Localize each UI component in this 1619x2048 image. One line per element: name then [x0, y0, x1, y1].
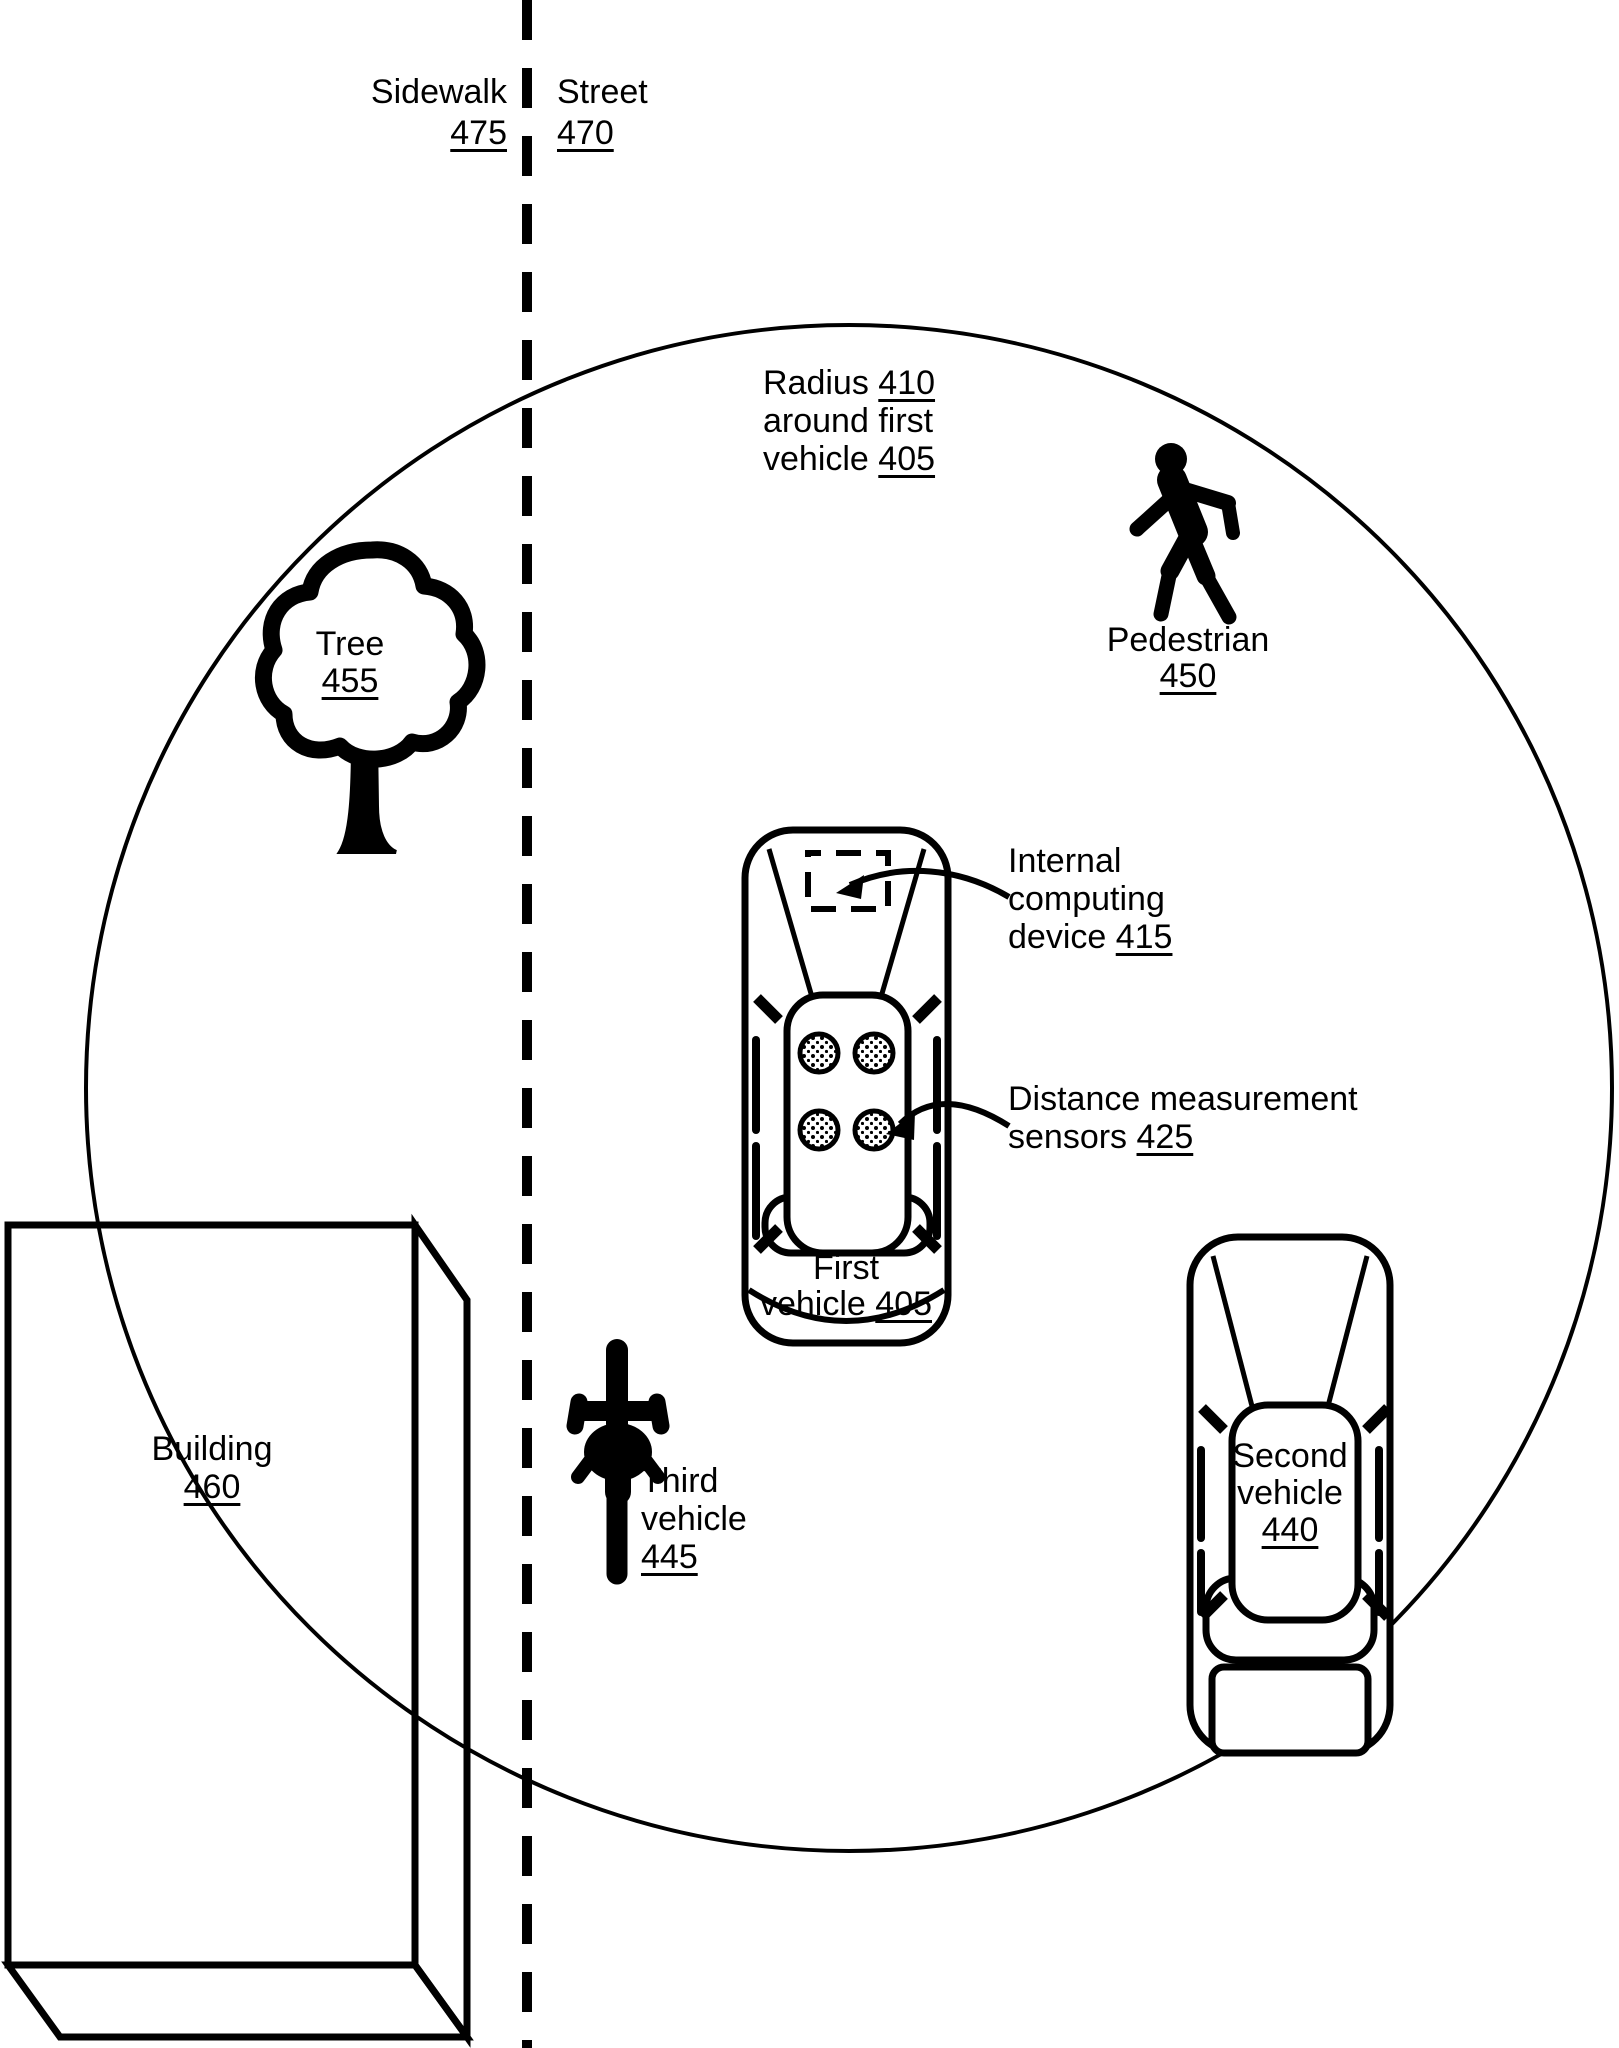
ref-number: 450 [1159, 657, 1217, 695]
second-vehicle-label-line2: vehicle [1237, 1474, 1343, 1512]
pedestrian-icon [1129, 443, 1240, 625]
ref-number: 460 [183, 1468, 241, 1506]
second-vehicle-cabin [1228, 1401, 1362, 1624]
bicycle-handlebar-left-grip [566, 1393, 588, 1435]
first-vehicle-rear-left-pillar-wedge [753, 1224, 783, 1254]
ref-number: 425 [1136, 1118, 1194, 1156]
tree-canopy [254, 541, 486, 768]
pedestrian-left-shin [1153, 563, 1178, 622]
street-label-text: Street [557, 73, 648, 111]
bicycle-handlebar-right-grip [648, 1393, 670, 1435]
pointer-arrows [836, 867, 1011, 1140]
internal-device-label-line1: Internal [1008, 842, 1122, 880]
ref-number: 405 [875, 1285, 933, 1323]
ref-number: 445 [641, 1538, 698, 1576]
first-vehicle-front-right-pillar-wedge [912, 994, 942, 1024]
building-label-text: Building [151, 1430, 273, 1468]
bicycle-icon [566, 1339, 670, 1585]
distance-sensor [852, 1031, 896, 1075]
distance-sensor [797, 1031, 841, 1075]
first-vehicle-label-line2: vehicle [759, 1285, 866, 1323]
first-vehicle-label: First vehicle 405 [754, 1250, 938, 1322]
radius-label-line1: Radius [763, 364, 869, 402]
radius-label-line3: vehicle [763, 440, 869, 478]
first-vehicle-label-line1: First [812, 1249, 880, 1287]
third-vehicle-label: Third vehicle 445 [641, 1462, 747, 1576]
pedestrian-label: Pedestrian 450 [1088, 622, 1288, 694]
second-vehicle-right-a-pillar [1324, 1255, 1370, 1411]
sensors-pointer-arrow [897, 1101, 1011, 1129]
pedestrian-right-shin [1198, 568, 1237, 625]
ref-number: 440 [1261, 1511, 1319, 1549]
ref-number: 455 [321, 662, 379, 700]
sidewalk-label: Sidewalk 475 [357, 72, 507, 154]
second-vehicle-rear-left-pillar-wedge [1198, 1591, 1228, 1621]
second-vehicle-label-line1: Second [1232, 1437, 1348, 1475]
ref-number: 405 [878, 440, 936, 478]
distance-sensors [797, 1031, 896, 1152]
bicycle-rider-body [584, 1423, 652, 1481]
sensors-arrowhead-icon [886, 1112, 915, 1140]
internal-computing-device-label: Internal computing device 415 [1008, 842, 1172, 956]
building-side-face [411, 1213, 471, 2048]
sensors-label-line2: sensors [1008, 1118, 1128, 1156]
second-vehicle-front-right-pillar-wedge [1362, 1404, 1392, 1434]
tree-icon [254, 541, 486, 854]
sidewalk-label-text: Sidewalk [370, 73, 507, 111]
first-vehicle-front-left-pillar-wedge [753, 994, 783, 1024]
building-front-face [4, 1221, 419, 1969]
pedestrian-right-forearm [1221, 496, 1240, 540]
first-vehicle-shape [741, 826, 952, 1347]
pedestrian-right-upper-arm [1177, 482, 1236, 511]
radius-label: Radius 410 around first vehicle 405 [763, 364, 935, 478]
building-bottom-face [1, 1961, 474, 2041]
bicycle-rider-left-elbow [571, 1454, 597, 1484]
second-vehicle-shape [1186, 1233, 1394, 1757]
bicycle-rider-right-elbow [639, 1454, 665, 1484]
pedestrian-torso [1157, 465, 1208, 547]
internal-device-pointer-arrow [848, 867, 1011, 900]
internal-device-arrowhead-icon [836, 875, 864, 899]
distance-sensors-label: Distance measurement sensors 425 [1008, 1080, 1358, 1156]
pedestrian-label-text: Pedestrian [1106, 621, 1270, 659]
second-vehicle-trunk [1208, 1663, 1372, 1757]
tree-label-text: Tree [315, 625, 385, 663]
building-shape [1, 1213, 474, 2048]
second-vehicle-left-a-pillar [1210, 1255, 1256, 1411]
sensors-label-line1: Distance measurement [1008, 1080, 1358, 1118]
radius-label-line2: around first [763, 402, 934, 440]
radius-circle [84, 323, 1614, 1853]
ref-number: 410 [878, 364, 936, 402]
second-vehicle-front-left-pillar-wedge [1198, 1404, 1228, 1434]
internal-computing-device-box [805, 850, 891, 912]
internal-device-label-line3: device [1008, 918, 1107, 956]
tree-label: Tree 455 [275, 626, 425, 700]
ref-number: 475 [450, 114, 507, 152]
pedestrian-left-arm [1129, 493, 1176, 537]
first-vehicle-rear-right-pillar-wedge [912, 1224, 942, 1254]
distance-sensor [852, 1108, 896, 1152]
building-label: Building 460 [122, 1430, 302, 1506]
second-vehicle-label: Second vehicle 440 [1212, 1438, 1368, 1549]
ref-number: 415 [1115, 918, 1173, 956]
first-vehicle-left-a-pillar [766, 848, 815, 998]
distance-sensor [797, 1108, 841, 1152]
third-vehicle-label-line1: Third [641, 1462, 719, 1500]
second-vehicle-rear-right-pillar-wedge [1362, 1591, 1392, 1621]
internal-device-label-line2: computing [1008, 880, 1165, 918]
street-label: Street 470 [557, 72, 648, 154]
third-vehicle-label-line2: vehicle [641, 1500, 747, 1538]
ref-number: 470 [557, 114, 614, 152]
first-vehicle-rear-line [747, 1287, 946, 1324]
